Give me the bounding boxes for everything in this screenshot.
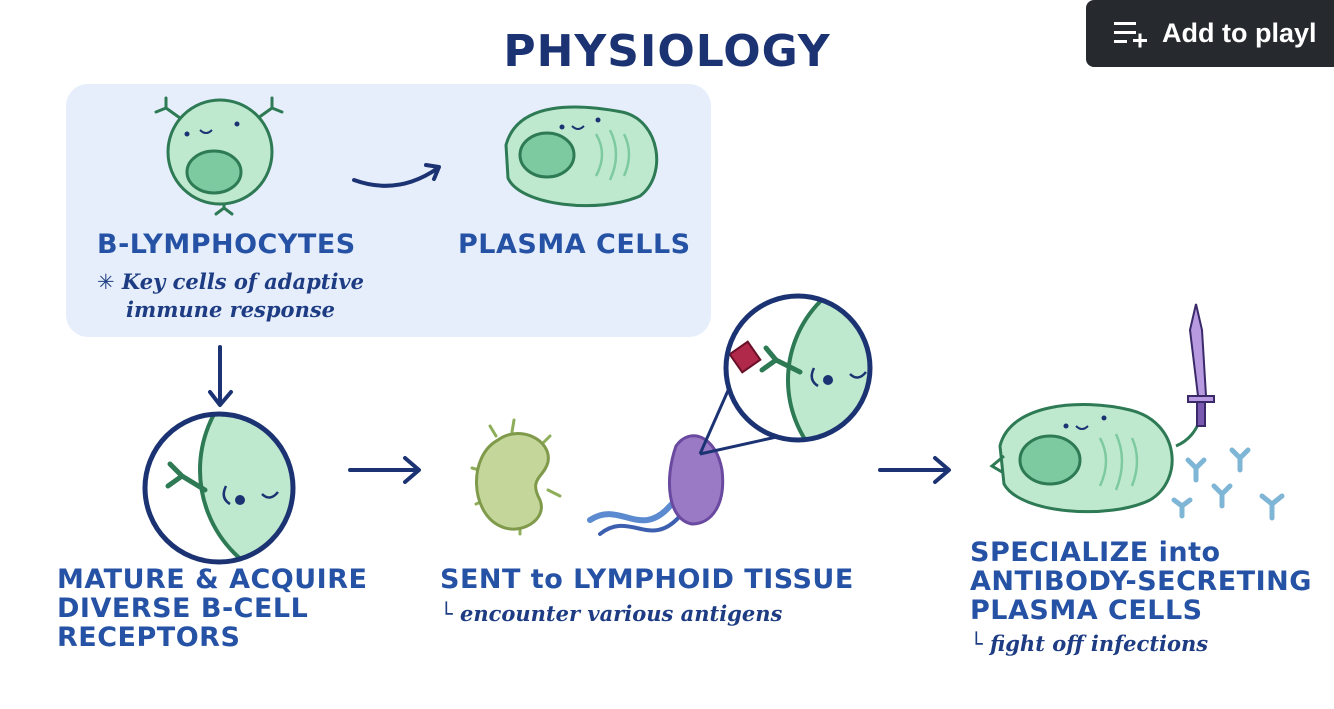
maturation-arrow (352, 163, 441, 188)
mature-line1: MATURE & ACQUIRE (57, 564, 368, 595)
sword-icon (1187, 303, 1215, 427)
sent-line1: SENT to LYMPHOID TISSUE (440, 564, 854, 595)
antibody-icons (1171, 447, 1285, 521)
b-lymphocyte-illustration (154, 96, 284, 216)
b-note-line1: Key cells of adaptive (121, 269, 364, 294)
page-title: PHYSIOLOGY (503, 26, 831, 77)
b-lymphocytes-label: B-LYMPHOCYTES (97, 229, 356, 260)
receptor-zoom-illustration (142, 411, 296, 565)
antigen-zoom-illustration (723, 293, 873, 443)
add-to-playlist-button[interactable]: Add to playl (1086, 0, 1334, 67)
down-arrow (208, 345, 233, 407)
playlist-add-icon (1114, 21, 1147, 47)
b-lymphocytes-note: ✳ Key cells of adaptive (97, 268, 364, 296)
sent-note-mark: └ (440, 602, 453, 626)
asterisk-icon: ✳ (97, 270, 115, 294)
sent-note: └ encounter various antigens (440, 600, 782, 628)
specialize-line1: SPECIALIZE into (970, 537, 1221, 568)
add-to-playlist-label: Add to playl (1162, 18, 1317, 48)
mature-line2: DIVERSE B-CELL (57, 593, 309, 624)
arrow-to-lymphoid (348, 456, 421, 484)
specialize-note: └ fight off infections (970, 630, 1208, 658)
plasma-cells-label: PLASMA CELLS (458, 229, 691, 260)
b-note-line2: immune response (126, 297, 336, 322)
lymphoid-tissue-illustration (587, 385, 791, 536)
mature-line3: RECEPTORS (57, 622, 241, 653)
specialize-line2: ANTIBODY-SECRETING (970, 566, 1312, 597)
secreting-plasma-cell-illustration (989, 403, 1202, 514)
specialize-note-text: fight off infections (989, 631, 1209, 656)
specialize-note-mark: └ (970, 632, 983, 656)
specialize-line3: PLASMA CELLS (970, 595, 1203, 626)
lymph-node-illustration (470, 418, 562, 536)
sent-note-text: encounter various antigens (459, 601, 783, 626)
plasma-cell-illustration (504, 105, 659, 208)
arrow-to-specialize (878, 456, 951, 484)
